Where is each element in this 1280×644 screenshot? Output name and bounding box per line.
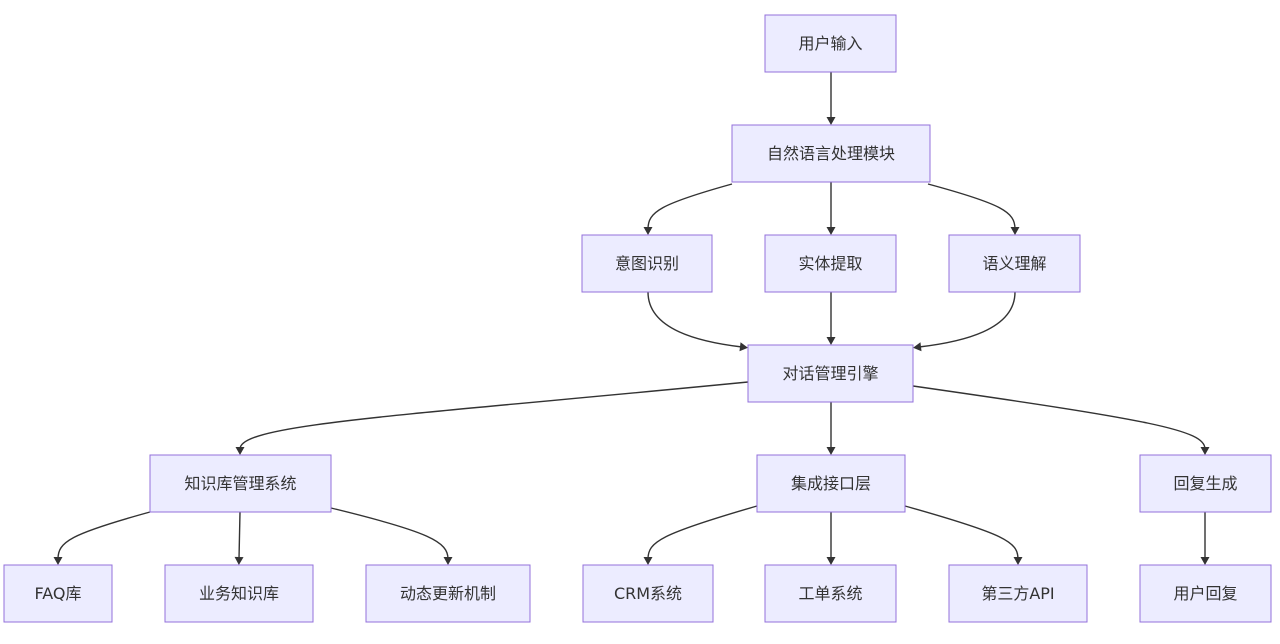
arrow-head	[826, 447, 836, 455]
edge-integration-to-ticket	[826, 512, 836, 565]
node-semantic: 语义理解	[948, 234, 1081, 293]
edge-line	[647, 291, 743, 348]
node-box	[581, 234, 713, 293]
edge-nlp-to-entity	[826, 182, 836, 235]
arrow-head	[234, 556, 244, 565]
node-user-reply: 用户回复	[1139, 564, 1272, 623]
edge-kb-to-biz_kb	[234, 511, 244, 565]
edge-line	[918, 291, 1016, 348]
node-box	[1139, 564, 1272, 623]
node-label: FAQ库	[35, 584, 82, 603]
edges-layer	[53, 72, 1210, 565]
arrow-head	[643, 227, 653, 235]
arrow-head	[826, 557, 836, 565]
arrow-head	[739, 342, 748, 352]
node-box	[764, 564, 897, 623]
node-box	[582, 564, 714, 623]
node-label: 动态更新机制	[400, 584, 496, 603]
edge-dialog-to-kb	[235, 381, 749, 455]
node-label: 回复生成	[1173, 474, 1237, 493]
arrow-head	[53, 557, 63, 565]
arrow-head	[826, 337, 836, 345]
node-integration: 集成接口层	[756, 454, 906, 513]
node-box	[756, 454, 906, 513]
edge-intent-to-dialog	[647, 291, 748, 352]
edge-semantic-to-dialog	[913, 291, 1016, 352]
edge-reply_gen-to-user_reply	[1200, 512, 1210, 565]
edge-input-to-nlp	[826, 72, 836, 125]
arrow-head	[1200, 447, 1210, 455]
node-label: 自然语言处理模块	[767, 144, 895, 163]
edge-nlp-to-intent	[643, 183, 733, 235]
node-box	[731, 124, 931, 183]
node-nlp: 自然语言处理模块	[731, 124, 931, 183]
edge-entity-to-dialog	[826, 292, 836, 345]
node-label: 实体提取	[798, 254, 862, 273]
edge-integration-to-api	[904, 505, 1023, 565]
node-box	[3, 564, 113, 623]
node-reply-gen: 回复生成	[1139, 454, 1272, 513]
edge-line	[647, 505, 758, 560]
node-box	[164, 564, 314, 623]
edge-line	[238, 511, 241, 560]
edge-line	[904, 505, 1019, 560]
node-label: 第三方API	[981, 584, 1054, 603]
node-box	[764, 14, 897, 73]
node-label: 业务知识库	[199, 584, 279, 603]
node-label: 用户回复	[1173, 584, 1237, 603]
arrow-head	[643, 557, 653, 565]
node-box	[365, 564, 531, 623]
arrow-head	[235, 447, 245, 455]
node-label: 知识库管理系统	[184, 474, 296, 493]
node-label: 意图识别	[615, 254, 679, 273]
node-box	[948, 564, 1088, 623]
node-dynamic-update: 动态更新机制	[365, 564, 531, 623]
node-label: 语义理解	[982, 254, 1046, 273]
node-box	[149, 454, 332, 513]
node-label: 对话管理引擎	[782, 364, 878, 383]
node-biz-kb: 业务知识库	[164, 564, 314, 623]
edge-dialog-to-reply_gen	[912, 385, 1210, 455]
arrow-head	[1010, 227, 1020, 235]
edge-line	[57, 511, 151, 560]
node-kb: 知识库管理系统	[149, 454, 332, 513]
edge-dialog-to-integration	[826, 402, 836, 455]
node-api: 第三方API	[948, 564, 1088, 623]
node-entity: 实体提取	[764, 234, 897, 293]
node-faq: FAQ库	[3, 564, 113, 623]
arrow-head	[1013, 557, 1023, 565]
edge-kb-to-dynamic_update	[330, 507, 453, 565]
node-box	[747, 344, 914, 403]
arrow-head	[913, 342, 922, 352]
arrow-head	[826, 227, 836, 235]
node-label: 工单系统	[798, 584, 862, 603]
arrow-head	[826, 117, 836, 125]
node-label: CRM系统	[614, 584, 682, 603]
edge-nlp-to-semantic	[927, 183, 1020, 235]
edge-integration-to-crm	[643, 505, 758, 565]
edge-line	[647, 183, 733, 230]
node-crm: CRM系统	[582, 564, 714, 623]
edge-line	[927, 183, 1016, 230]
node-box	[948, 234, 1081, 293]
arrow-head	[1200, 557, 1210, 565]
node-dialog: 对话管理引擎	[747, 344, 914, 403]
node-intent: 意图识别	[581, 234, 713, 293]
edge-line	[330, 507, 449, 560]
node-box	[764, 234, 897, 293]
node-input: 用户输入	[764, 14, 897, 73]
node-label: 集成接口层	[791, 474, 871, 493]
arrow-head	[443, 557, 453, 565]
node-ticket: 工单系统	[764, 564, 897, 623]
node-box	[1139, 454, 1272, 513]
edge-kb-to-faq	[53, 511, 151, 565]
edge-line	[239, 381, 749, 450]
edge-line	[912, 385, 1206, 450]
node-label: 用户输入	[798, 34, 862, 53]
